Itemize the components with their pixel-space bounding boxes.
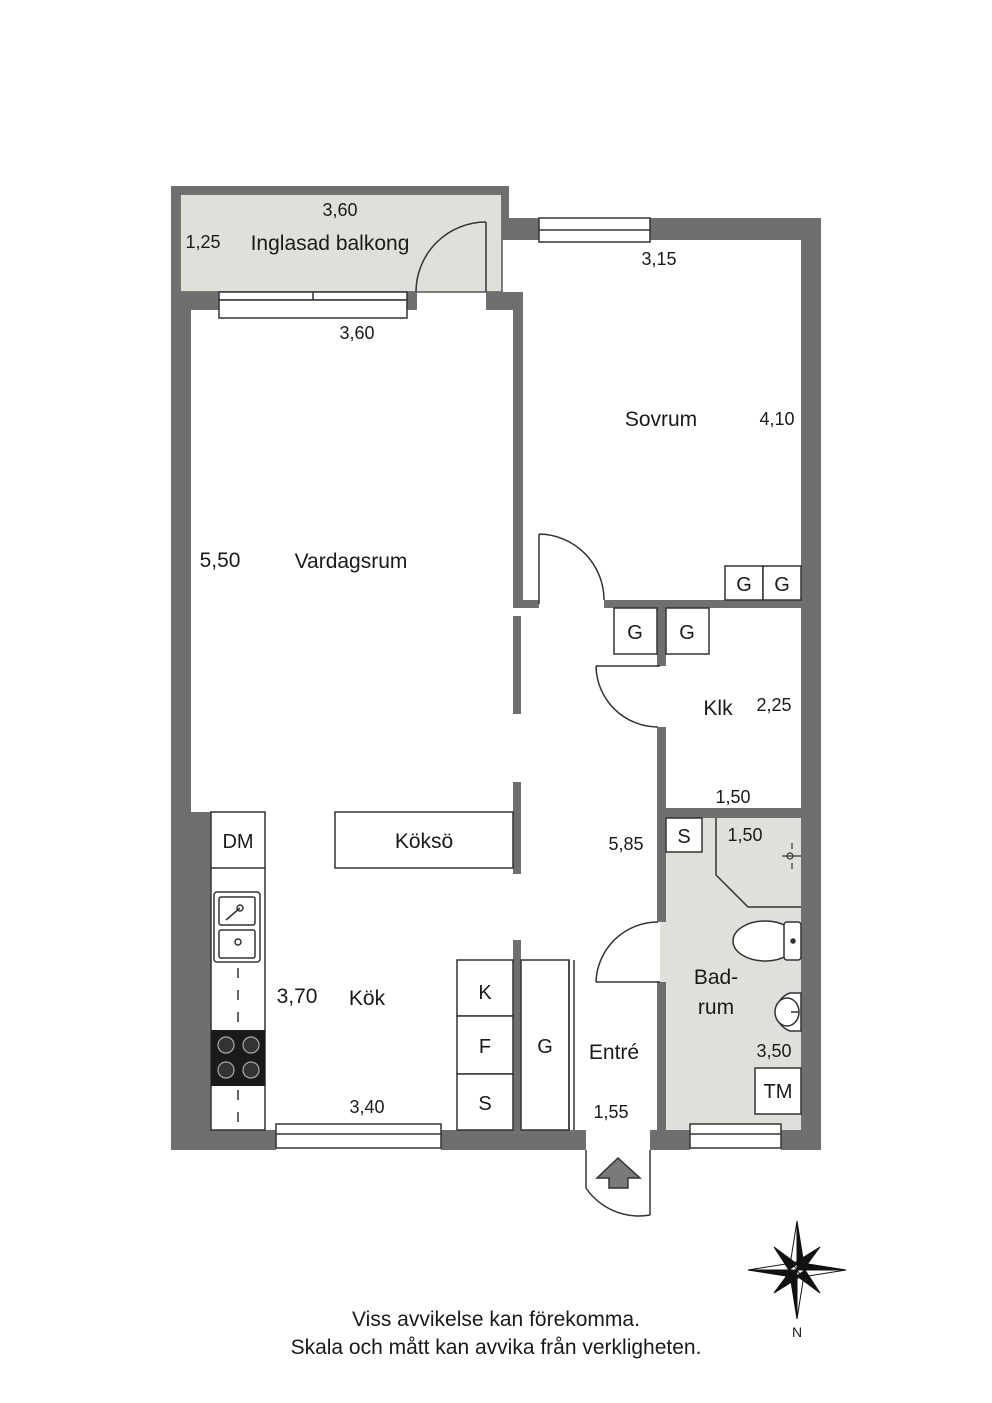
wardrobe-label: G xyxy=(774,574,790,596)
walls xyxy=(171,186,821,1150)
wardrobe-label: G xyxy=(537,1036,553,1058)
dim-closet-depth: 2,25 xyxy=(756,695,791,715)
compass-rose-icon xyxy=(747,1220,847,1320)
dim-bath-depth: 3,50 xyxy=(756,1041,791,1061)
dim-balcony-depth: 1,25 xyxy=(185,232,220,252)
entrance-arrow-icon xyxy=(595,1156,642,1189)
sink-icon xyxy=(213,891,261,963)
dim-hall-width: 1,55 xyxy=(593,1102,628,1122)
kitchen-label: Kök xyxy=(349,987,386,1010)
bathroom-label-line2: rum xyxy=(698,996,734,1019)
dim-closet-width: 1,50 xyxy=(715,787,750,807)
balcony-floor xyxy=(179,193,503,293)
disclaimer-line-2: Skala och mått kan avvika från verklighe… xyxy=(290,1336,702,1359)
dim-kitchen-width: 3,40 xyxy=(349,1097,384,1117)
living-room-label: Vardagsrum xyxy=(295,550,408,573)
dim-hall-depth: 5,85 xyxy=(608,834,643,854)
dim-bedroom-width: 3,15 xyxy=(641,249,676,269)
cabinet-label: S xyxy=(478,1093,491,1115)
hall-label: Entré xyxy=(589,1041,639,1064)
wardrobe-label: G xyxy=(679,622,695,644)
dim-bedroom-depth: 4,10 xyxy=(759,409,794,429)
windows xyxy=(218,217,782,1149)
fridge-label: K xyxy=(478,982,492,1004)
dim-balcony-width: 3,60 xyxy=(322,200,357,220)
bathroom-label-line1: Bad- xyxy=(694,966,738,989)
compass-north-label: N xyxy=(792,1324,802,1340)
dim-living-depth: 5,50 xyxy=(200,549,241,572)
disclaimer-line-1: Viss avvikelse kan förekomma. xyxy=(352,1308,640,1331)
freezer-label: F xyxy=(479,1036,491,1058)
kitchen-island-label: Köksö xyxy=(395,830,453,853)
dim-living-width: 3,60 xyxy=(339,323,374,343)
tall-units xyxy=(456,959,575,1131)
dishwasher-label: DM xyxy=(222,831,253,853)
dim-kitchen-depth: 3,70 xyxy=(277,985,318,1008)
cabinet-label: S xyxy=(677,826,690,848)
bathroom-fixtures xyxy=(665,817,802,1115)
shower-icon xyxy=(782,843,801,869)
washbasin-icon xyxy=(774,992,802,1032)
balcony-label: Inglasad balkong xyxy=(251,232,410,255)
wardrobe-label: G xyxy=(627,622,643,644)
toilet-icon xyxy=(732,920,802,962)
dryer-label: TM xyxy=(764,1081,793,1103)
doors xyxy=(415,221,660,1217)
wardrobes xyxy=(613,565,802,655)
bathroom-floor xyxy=(660,818,803,1130)
wardrobe-label: G xyxy=(736,574,752,596)
kitchen-island xyxy=(334,811,514,869)
bedroom-label: Sovrum xyxy=(625,408,697,431)
dim-bath-width: 1,50 xyxy=(727,825,762,845)
closet-label: Klk xyxy=(703,697,733,720)
stove-icon xyxy=(211,1030,265,1086)
